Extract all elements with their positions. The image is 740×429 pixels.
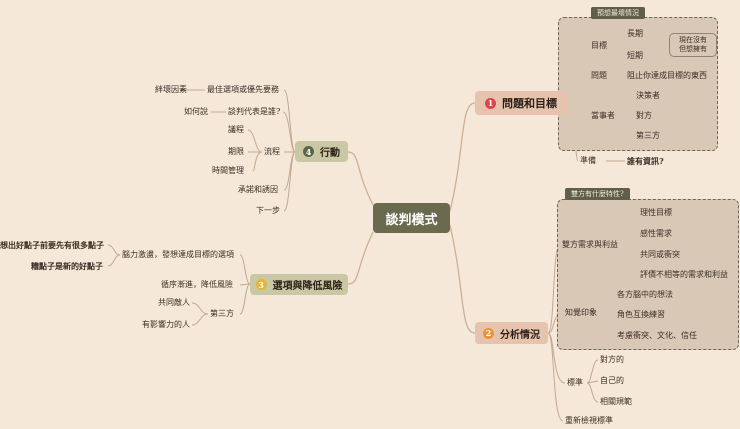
branch-3-node[interactable]: 3 選項與降低風險: [250, 274, 348, 295]
b1-long: 長期: [627, 29, 643, 38]
branch-1-node[interactable]: 1 問題和目標: [475, 91, 567, 115]
branch-2-node[interactable]: 2 分析情況: [475, 322, 548, 344]
b2-emotional: 感性需求: [640, 229, 672, 238]
b2-s1: 對方的: [600, 355, 624, 364]
b1-group-box: [558, 17, 718, 151]
number-4-icon: 4: [303, 146, 314, 157]
b4-how: 如何說: [184, 107, 208, 116]
b2-perception: 知覺印象: [565, 308, 597, 317]
b3-enemy: 共同敵人: [158, 298, 190, 307]
b2-minds: 各方腦中的想法: [617, 290, 673, 299]
b3-brainstorm: 腦力激盪，發想達成目標的選項: [122, 250, 234, 259]
b2-group-box: [557, 199, 739, 350]
number-2-icon: 2: [483, 327, 494, 339]
b1-opponent: 對方: [636, 111, 652, 120]
b1-decider: 決策者: [636, 91, 660, 100]
b4-obstacle: 絆壞因素: [155, 85, 187, 94]
b2-standard: 標準: [567, 378, 583, 387]
b3-idea2: 糟點子是新的好點子: [31, 261, 103, 271]
b1-problem-desc: 阻止你達成目標的東西: [627, 71, 707, 80]
number-1-icon: 1: [485, 97, 496, 109]
b2-s2: 自己的: [600, 376, 624, 385]
b1-note: 現在沒有 但想擁有: [679, 36, 707, 53]
branch-4-title: 行動: [320, 148, 340, 159]
b4-best: 最佳選項或優先要務: [207, 85, 279, 94]
b1-tag: 預想最壞情況: [591, 7, 645, 19]
b1-prep: 準備: [580, 156, 596, 165]
b3-gradual: 循序漸進，降低風險: [161, 280, 233, 289]
b2-tag: 雙方有什麼特性?: [565, 188, 630, 200]
b2-culture: 考慮衝突、文化、信任: [617, 331, 697, 340]
b4-next: 下一步: [256, 206, 280, 215]
b1-third: 第三方: [636, 131, 660, 140]
branch-4-node[interactable]: 4 行動: [295, 141, 348, 162]
b1-note-box: 現在沒有 但想擁有: [669, 33, 717, 57]
center-node[interactable]: 談判模式: [373, 203, 450, 233]
b4-agenda: 議程: [228, 125, 244, 134]
branch-1-title: 問題和目標: [502, 97, 557, 110]
b4-who: 談判代表是誰?: [228, 107, 281, 116]
b1-prep-desc: 誰有資訊?: [627, 156, 664, 166]
b2-common: 共同或衝突: [640, 250, 680, 259]
b2-rational: 理性目標: [640, 208, 672, 217]
branch-2-title: 分析情況: [500, 329, 540, 341]
b3-influencer: 有影響力的人: [142, 320, 190, 329]
b4-commit: 承諾和誘因: [238, 185, 278, 194]
b2-needs: 雙方需求與利益: [562, 240, 618, 249]
center-label: 談判模式: [385, 212, 438, 228]
b1-problem: 問題: [591, 71, 607, 80]
b1-party: 當事者: [591, 111, 615, 120]
b3-idea1: 想出好點子前要先有很多點子: [0, 240, 104, 250]
b2-assess: 評價不相等的需求和利益: [640, 270, 728, 279]
b2-role: 角色互換練習: [617, 310, 665, 319]
b1-goal: 目標: [591, 41, 607, 50]
b4-deadline: 期限: [228, 147, 244, 156]
number-3-icon: 3: [255, 279, 267, 290]
b2-s3: 相關規範: [600, 397, 632, 406]
b4-time: 時間管理: [212, 166, 244, 175]
b1-short: 短期: [627, 51, 643, 60]
b4-process: 流程: [264, 147, 280, 156]
branch-3-title: 選項與降低風險: [272, 281, 343, 292]
b2-recheck: 重新檢視標準: [565, 416, 613, 425]
b3-third: 第三方: [210, 309, 234, 318]
